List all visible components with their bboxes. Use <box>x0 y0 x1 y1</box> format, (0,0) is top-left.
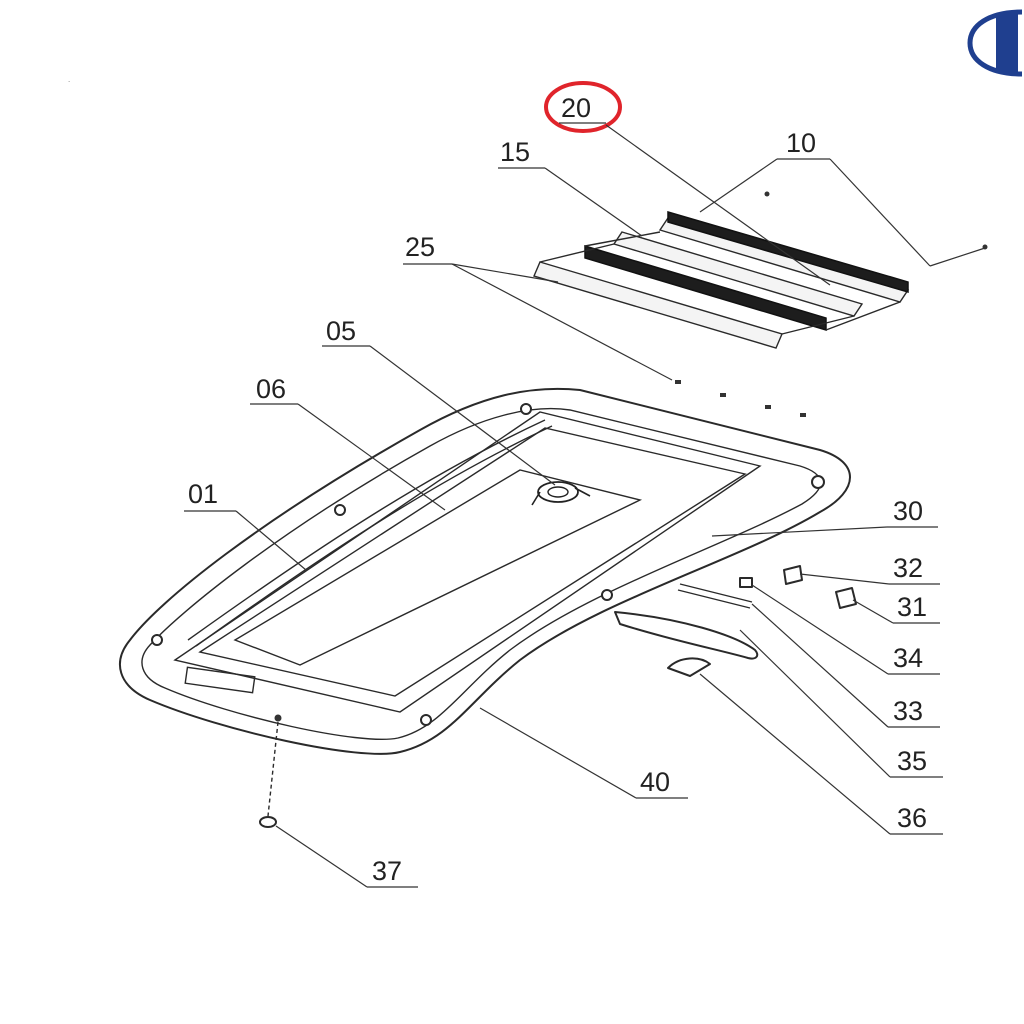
blind-edge-left <box>584 231 661 247</box>
drain-hole <box>274 714 282 722</box>
callout-15-label: 15 <box>500 137 530 167</box>
blind-assembly <box>533 191 988 417</box>
callout-10-label: 10 <box>786 128 816 158</box>
post-d <box>601 589 613 601</box>
brand-logo <box>967 9 1023 77</box>
clip-c <box>765 405 771 409</box>
callout-35: 35 <box>739 629 943 778</box>
main-frame <box>119 387 851 755</box>
highlight-circle <box>544 81 622 133</box>
rail-25 <box>533 261 783 349</box>
callout-40-label: 40 <box>640 767 670 797</box>
callout-25: 25 <box>403 232 673 381</box>
front-recess <box>184 666 256 694</box>
post-b <box>334 504 346 516</box>
seal-06 <box>187 419 546 641</box>
callout-36: 36 <box>699 673 943 835</box>
post-c <box>520 403 532 415</box>
callout-06-label: 06 <box>256 374 286 404</box>
callout-20-label: 20 <box>561 93 591 123</box>
crank-handle-05 <box>531 481 591 506</box>
callout-40: 40 <box>479 707 688 799</box>
callout-31-label: 31 <box>897 592 927 622</box>
frame-outer-shell <box>119 387 851 755</box>
callout-36-label: 36 <box>897 803 927 833</box>
post-e <box>420 714 432 726</box>
frame-inner-rim <box>141 407 822 740</box>
clip-d <box>800 413 806 417</box>
switch-31 <box>835 587 857 609</box>
callout-25-label: 25 <box>405 232 435 262</box>
callout-06: 06 <box>250 374 446 511</box>
callout-37-label: 37 <box>372 856 402 886</box>
callout-05-label: 05 <box>326 316 356 346</box>
post-f <box>811 475 825 489</box>
latch-32 <box>783 565 803 585</box>
rod-33 <box>679 583 753 603</box>
callout-35-label: 35 <box>897 746 927 776</box>
seal-06-b <box>195 425 553 647</box>
callout-30-label: 30 <box>893 496 923 526</box>
callout-33-label: 33 <box>893 696 923 726</box>
arm-35 <box>614 611 759 660</box>
callout-20: 20 <box>544 81 831 286</box>
side-parts <box>259 565 857 828</box>
callout-33: 33 <box>751 603 940 728</box>
rod-33-b <box>677 589 751 609</box>
callout-32: 32 <box>799 553 940 585</box>
callout-01-label: 01 <box>188 479 218 509</box>
callout-31: 31 <box>852 592 940 624</box>
callout-05: 05 <box>322 316 556 486</box>
callout-32-label: 32 <box>893 553 923 583</box>
bar-10-top <box>667 211 909 293</box>
speck: . <box>68 75 70 84</box>
callout-34-label: 34 <box>893 643 923 673</box>
washer-37 <box>259 816 277 828</box>
callout-37: 37 <box>275 825 418 888</box>
screw-10-a <box>764 191 770 197</box>
callout-10: 10 <box>699 128 986 267</box>
post-a <box>151 634 163 646</box>
frame-bezel <box>173 411 762 713</box>
blind-edge-right <box>825 301 901 331</box>
callout-15: 15 <box>498 137 643 237</box>
pin-34 <box>739 577 753 588</box>
clip-a <box>675 380 681 384</box>
clip-b <box>720 393 726 397</box>
callout-34: 34 <box>751 584 940 675</box>
frame-bezel-inner <box>198 427 747 697</box>
blind-edge-left-2 <box>539 243 615 263</box>
callout-30: 30 <box>711 496 938 537</box>
blind-edge-right-2 <box>781 315 855 335</box>
inner-panel <box>233 469 643 666</box>
callout-01: 01 <box>184 479 307 571</box>
washer-axis <box>267 721 279 817</box>
cover-36 <box>667 657 711 677</box>
